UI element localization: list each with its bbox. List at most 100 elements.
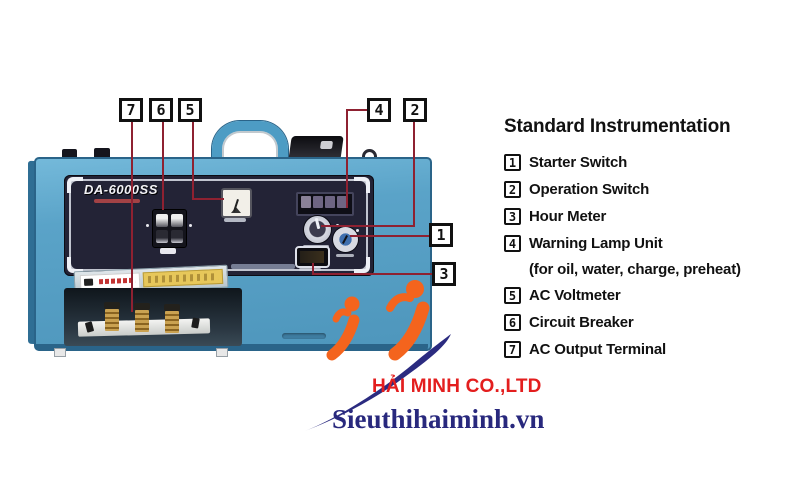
legend-item-ac-voltmeter: 5 AC Voltmeter [504, 282, 794, 309]
callout-box-4: 4 [367, 98, 391, 122]
body-vent-slot [282, 333, 326, 339]
top-hinge [94, 148, 110, 159]
warning-lamp-unit [296, 192, 354, 216]
haiminh-logo [305, 280, 451, 431]
panel-corner-bracket [67, 177, 83, 193]
legend-item-ac-output-terminal: 7 AC Output Terminal [504, 336, 794, 363]
legend-label: Warning Lamp Unit [529, 235, 663, 252]
leader-line-1 [350, 235, 430, 237]
panel-corner-bracket [354, 257, 370, 273]
voltmeter-label-smudge [224, 218, 246, 222]
starter-keyslot [342, 235, 348, 244]
muffler-glint [319, 141, 334, 149]
machine-foot [216, 348, 228, 357]
legend: Standard Instrumentation 1 Starter Switc… [504, 116, 794, 363]
circuit-breaker[interactable] [152, 209, 187, 248]
panel-print-smudge [231, 264, 295, 269]
leader-line-2 [413, 122, 415, 227]
leader-line-3 [312, 263, 314, 275]
sticker-mark [83, 278, 94, 286]
leader-line-5 [192, 198, 224, 200]
leader-line-4 [346, 109, 370, 111]
logo-figure-large [386, 280, 430, 361]
machine-base-edge [36, 344, 428, 351]
legend-label: Operation Switch [529, 181, 650, 198]
breaker-label-smudge [160, 248, 176, 254]
terminal-stud [135, 310, 149, 332]
legend-num: 1 [504, 154, 521, 171]
legend-num: 2 [504, 181, 521, 198]
legend-num: 4 [504, 235, 521, 252]
warning-lamp [313, 196, 323, 208]
legend-item-circuit-breaker: 6 Circuit Breaker [504, 309, 794, 336]
terminal-stud [105, 309, 119, 331]
warning-lamp [301, 196, 311, 208]
starter-mark [356, 229, 359, 232]
leader-line-5 [192, 122, 194, 200]
model-sublabel-smudge [94, 199, 140, 203]
hour-meter-label-smudge [299, 268, 321, 271]
hour-meter-display [300, 251, 324, 263]
legend-label: AC Voltmeter [529, 287, 621, 304]
panel-corner-bracket [354, 177, 370, 193]
brand-website[interactable]: Sieuthihaiminh.vn [332, 404, 545, 434]
ac-output-terminal[interactable] [104, 302, 120, 331]
legend-num: 5 [504, 287, 521, 304]
terminal-stud [165, 311, 179, 333]
callout-box-7: 7 [119, 98, 143, 122]
starter-switch[interactable] [333, 227, 358, 252]
leader-line-3 [312, 273, 434, 275]
breaker-rocker[interactable] [171, 230, 183, 243]
leader-line-2 [321, 225, 415, 227]
legend-sublabel: (for oil, water, charge, preheat) [529, 261, 741, 278]
panel-screw [189, 224, 192, 227]
leader-line-4 [346, 109, 348, 208]
operation-switch-pointer [314, 217, 321, 230]
legend-num: 3 [504, 208, 521, 225]
legend-label: Hour Meter [529, 208, 607, 225]
top-hinge [62, 149, 77, 159]
callout-box-6: 6 [149, 98, 173, 122]
machine-foot [54, 348, 66, 357]
breaker-rocker[interactable] [171, 214, 183, 227]
callout-box-2: 2 [403, 98, 427, 122]
sticker-text-smudge [98, 277, 136, 285]
breaker-rocker[interactable] [156, 214, 168, 227]
terminal-compartment [64, 288, 242, 346]
callout-box-3: 3 [432, 262, 456, 286]
legend-title: Standard Instrumentation [504, 116, 731, 137]
callout-box-5: 5 [178, 98, 202, 122]
sticker-text-smudge [147, 273, 219, 284]
ac-output-terminal[interactable] [134, 303, 150, 332]
brand-company-name: HẢI MINH CO.,LTD [372, 376, 542, 397]
legend-item-hour-meter: 3 Hour Meter [504, 203, 794, 230]
operation-switch[interactable] [304, 216, 331, 243]
legend-item-warning-lamp-unit: 4 Warning Lamp Unit [504, 230, 794, 257]
warning-lamp [325, 196, 335, 208]
terminal-cap [164, 304, 180, 311]
breaker-rocker[interactable] [156, 230, 168, 243]
lift-hook [362, 149, 377, 164]
callout-box-1: 1 [429, 223, 453, 247]
legend-label: Starter Switch [529, 154, 628, 171]
legend-label: AC Output Terminal [529, 341, 666, 358]
ac-output-terminal[interactable] [164, 304, 180, 333]
leader-line-6 [162, 122, 164, 210]
logo-figure-small [326, 296, 360, 361]
warning-lamp [337, 196, 347, 208]
model-label: DA-6000SS [84, 182, 158, 197]
panel-screw [146, 224, 149, 227]
legend-item-operation-switch: 2 Operation Switch [504, 176, 794, 203]
ac-voltmeter [221, 188, 252, 218]
legend-num: 7 [504, 341, 521, 358]
terminal-cap [104, 302, 120, 309]
terminal-cap [134, 303, 150, 310]
yellow-sticker [142, 268, 224, 288]
legend-item-starter-switch: 1 Starter Switch [504, 149, 794, 176]
leader-line-7 [131, 122, 133, 312]
voltmeter-scale [231, 207, 241, 213]
legend-num: 6 [504, 314, 521, 331]
starter-label-smudge [336, 254, 354, 257]
carry-handle [212, 121, 288, 175]
